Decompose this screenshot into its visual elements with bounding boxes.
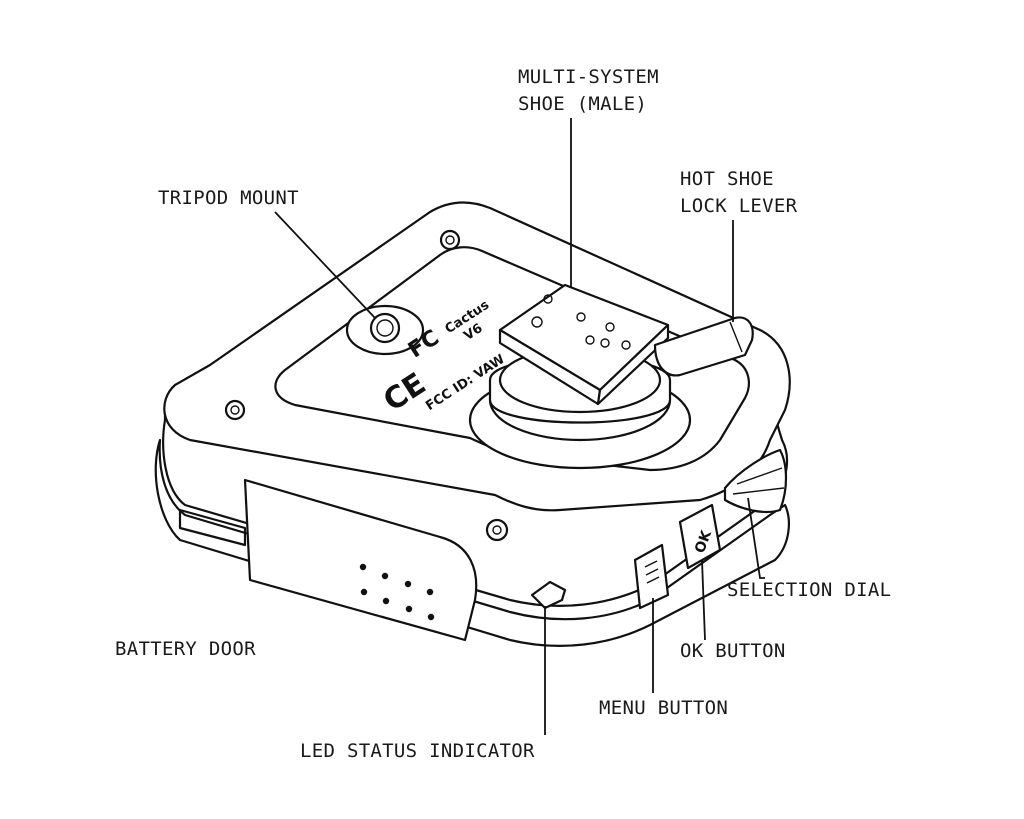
leader-tripod-mount [274,211,376,319]
label-battery-door: BATTERY DOOR [115,638,256,660]
screw-front [485,518,509,542]
ok-button-glyph: OK [692,527,715,555]
label-hot-shoe-lock-line2: LOCK LEVER [680,195,798,217]
screw-left [224,399,246,421]
multi-system-shoe [498,283,670,406]
label-menu-button: MENU BUTTON [599,697,728,719]
screw-top [439,229,461,251]
label-hot-shoe-lock-line1: HOT SHOE [680,168,774,190]
leader-lines [274,118,765,735]
tripod-mount [345,304,425,356]
side-slot [178,508,247,547]
led-status-indicator [530,580,567,610]
leader-ok-button [701,559,706,641]
leader-selection-dial [747,497,765,579]
ok-button: OK [678,503,722,570]
battery-door [243,478,478,642]
menu-button [633,543,670,610]
device-illustration: CE FC FCC ID: VAW Cactus V6 [154,201,791,647]
label-selection-dial: SELECTION DIAL [727,579,891,601]
hot-shoe-lock-lever [653,316,754,377]
label-multi-system-shoe-line1: MULTI-SYSTEM [518,66,659,88]
selection-dial [723,448,788,514]
label-multi-system-shoe-line2: SHOE (MALE) [518,93,647,115]
callout-labels: MULTI-SYSTEM SHOE (MALE) HOT SHOE LOCK L… [115,66,891,762]
label-tripod-mount: TRIPOD MOUNT [158,187,299,209]
label-ok-button: OK BUTTON [680,640,786,662]
device-top-plate [274,246,750,472]
label-led-status-indicator: LED STATUS INDICATOR [300,740,535,762]
